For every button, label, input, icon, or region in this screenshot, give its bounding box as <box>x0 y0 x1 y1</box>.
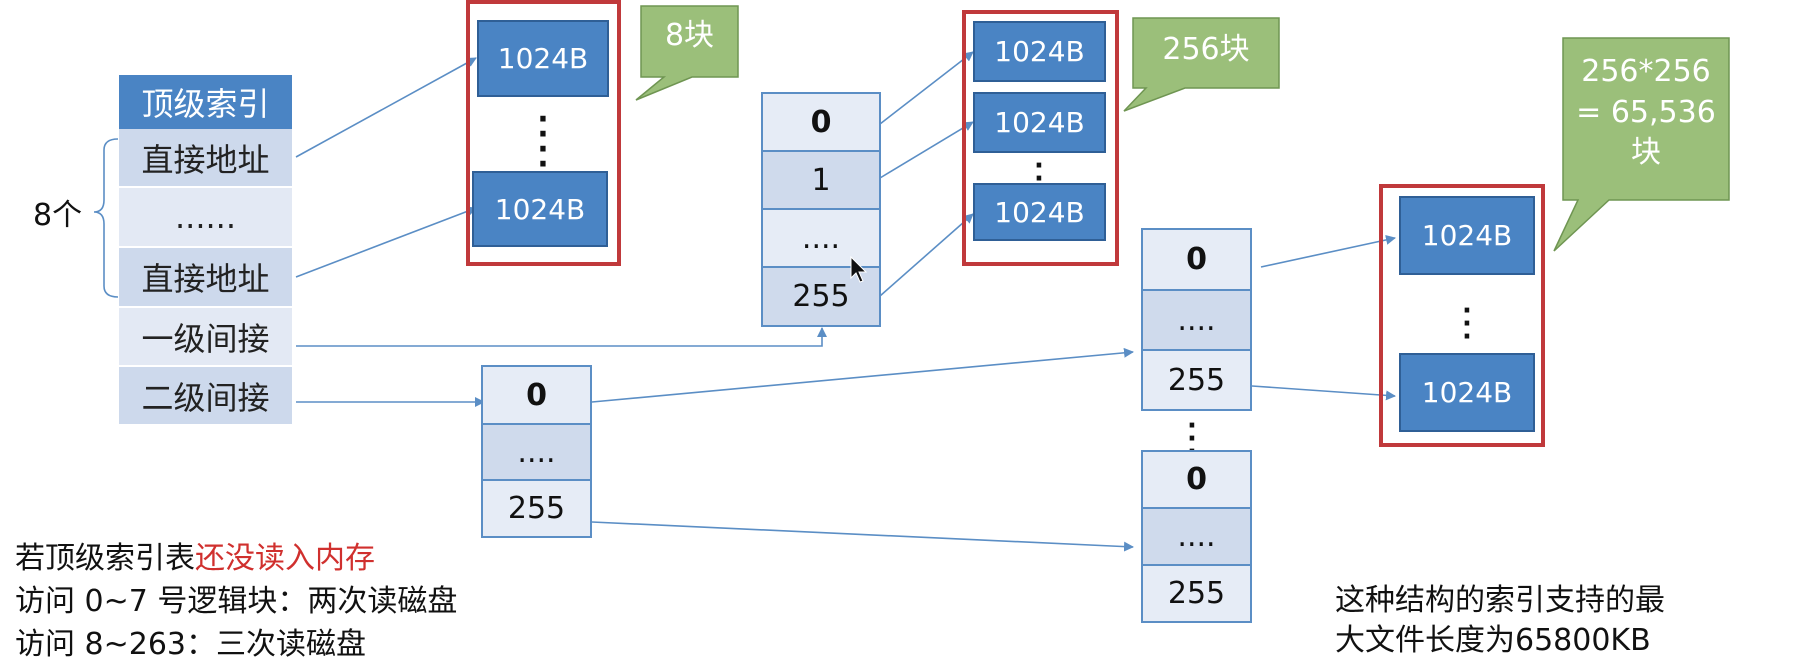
index-table-header: 顶级索引 <box>119 75 292 129</box>
di-data-block-last: 1024B <box>1399 353 1535 432</box>
double-indirect-second-level-block-b: 0 .... 255 <box>1141 450 1252 623</box>
di-data-block-first: 1024B <box>1399 196 1535 275</box>
si-data-block-1: 1024B <box>973 92 1106 153</box>
di-cell-ellipsis: .... <box>483 425 590 481</box>
callout-256-blocks: 256块 <box>1162 32 1250 67</box>
dia-cell-255: 255 <box>1143 351 1250 409</box>
dib-cell-ellipsis: .... <box>1143 509 1250 566</box>
callout-bubble-65536 <box>1553 37 1730 252</box>
single-indirect-blocks-frame <box>962 10 1119 266</box>
index-row-ellipsis: ...... <box>119 188 292 248</box>
index-row-double-indirect: 二级间接 <box>119 367 292 426</box>
di-blocks-vertical-ellipsis: ··· <box>1462 296 1472 352</box>
index-row-direct-first: 直接地址 <box>119 129 292 188</box>
arrow-dia-0 <box>1260 235 1396 268</box>
si-data-block-0: 1024B <box>973 21 1106 82</box>
arrow-si-0 <box>879 51 974 125</box>
direct-data-block-first: 1024B <box>477 20 609 97</box>
callout-bubble-8 <box>635 5 739 101</box>
si-data-block-255: 1024B <box>973 183 1106 241</box>
direct-blocks-frame <box>466 0 621 266</box>
di-cell-255: 255 <box>483 481 590 536</box>
note-line-2: 访问 0~7 号逻辑块：两次读磁盘 <box>15 584 458 619</box>
conclusion-line-2: 大文件长度为65800KB <box>1335 623 1651 658</box>
mouse-cursor-icon <box>850 256 868 283</box>
note-line-1: 若顶级索引表还没读入内存 <box>15 533 375 577</box>
direct-data-block-last: 1024B <box>472 171 608 247</box>
note-line-3: 访问 8~263：三次读磁盘 <box>15 627 367 662</box>
brace-label: 8个 <box>33 198 83 233</box>
di-cell-0: 0 <box>483 367 590 425</box>
callout-65536-line3: 块 <box>1631 135 1661 170</box>
callout-65536-blocks: 256*256 = 65,536 块 <box>1563 52 1729 174</box>
dib-cell-255: 255 <box>1143 566 1250 621</box>
callout-bubble-256 <box>1123 17 1280 112</box>
callout-65536-line1: 256*256 <box>1581 54 1711 89</box>
callout-8-blocks: 8块 <box>664 18 715 53</box>
arrow-di-0 <box>591 347 1134 403</box>
arrow-si-1 <box>879 121 974 179</box>
conclusion-line-1: 这种结构的索引支持的最 <box>1335 583 1665 618</box>
arrow-direct-2 <box>295 206 477 278</box>
dib-cell-0: 0 <box>1143 452 1250 509</box>
si-cell-ellipsis: .... <box>763 210 879 268</box>
si-cell-0: 0 <box>763 94 879 152</box>
note-line-1-prefix: 若顶级索引表 <box>15 541 195 576</box>
arrow-direct-1 <box>295 57 477 158</box>
double-indirect-second-level-block-a: 0 .... 255 <box>1141 228 1252 411</box>
index-row-single-indirect: 一级间接 <box>119 308 292 367</box>
arrow-si-255 <box>879 213 974 297</box>
double-indirect-blocks-frame <box>1379 184 1545 447</box>
arrow-di-255 <box>591 521 1134 552</box>
brace <box>93 138 119 298</box>
top-level-index-table: 顶级索引 直接地址 ...... 直接地址 一级间接 二级间接 <box>119 75 292 426</box>
dia-cell-ellipsis: .... <box>1143 291 1250 351</box>
single-indirect-index-block: 0 1 .... 255 <box>761 92 881 327</box>
double-indirect-first-level-block: 0 .... 255 <box>481 365 592 538</box>
arrow-single-indirect <box>296 327 827 347</box>
index-row-direct-last: 直接地址 <box>119 248 292 308</box>
note-line-1-highlight: 还没读入内存 <box>195 541 375 576</box>
arrow-dia-255 <box>1251 385 1396 401</box>
callout-65536-line2: = 65,536 <box>1576 94 1716 130</box>
dia-cell-0: 0 <box>1143 230 1250 291</box>
si-cell-1: 1 <box>763 152 879 210</box>
